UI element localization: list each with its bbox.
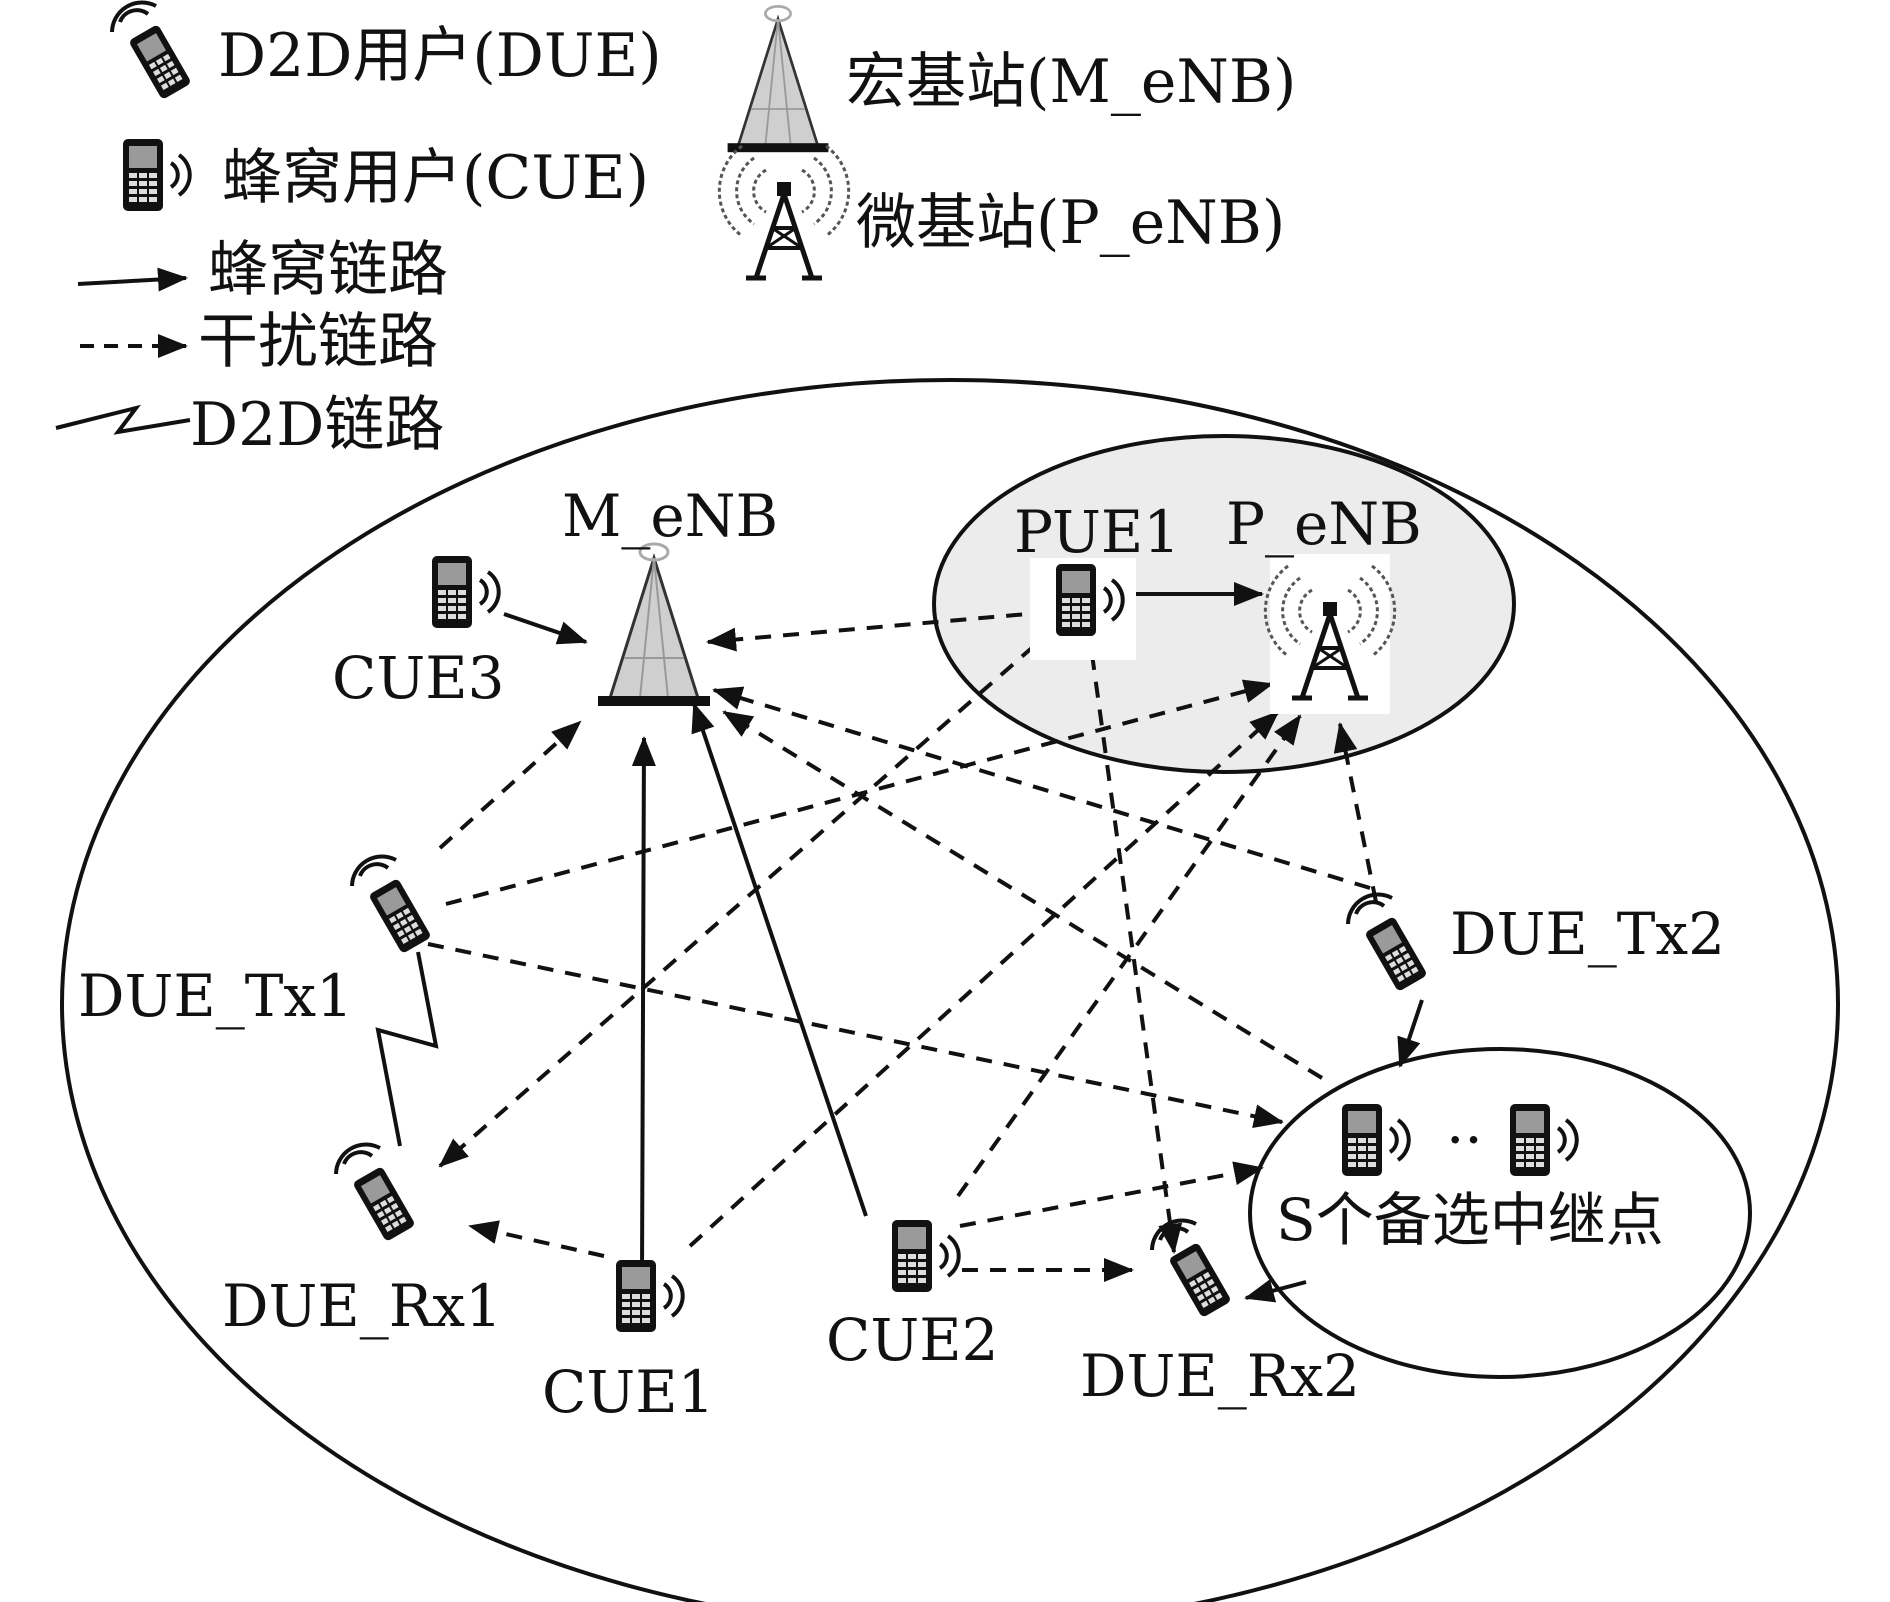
- cue2-phone-icon: [890, 1218, 961, 1294]
- legend-due-label: D2D用户(DUE): [218, 21, 662, 91]
- due-rx1-label: DUE_Rx1: [222, 1272, 502, 1340]
- interference-link-duetx1-relays: [427, 942, 1284, 1129]
- m-enb-label: M_eNB: [562, 482, 778, 550]
- interference-link-cue1-penb: [688, 710, 1280, 1248]
- cue3-phone-icon: [430, 554, 501, 630]
- due-tx1-phone-icon: [350, 854, 434, 956]
- interference-link-duetx1-menb: [438, 720, 582, 850]
- d2d-phone-icon: [110, 0, 194, 102]
- legend: D2D用户(DUE) 蜂窝用户(CUE) 蜂窝链路 干扰链路 D2D链路 宏基站…: [55, 0, 1296, 460]
- pico-cell-area: [932, 434, 1516, 774]
- interference-link-relays-menb: [722, 710, 1324, 1080]
- cellular-links: [503, 582, 1424, 1303]
- interference-link-pue1-duerx1: [438, 644, 1036, 1168]
- macro-bs-icon: [596, 542, 712, 708]
- legend-cellular-link-label: 蜂窝链路: [208, 235, 448, 305]
- cue3-label: CUE3: [332, 644, 505, 712]
- interference-links: [427, 610, 1378, 1282]
- d2d-link-tx1-rx1: [375, 951, 439, 1147]
- cellular-link-cue1-menb: [631, 736, 656, 1277]
- due-tx2-label: DUE_Tx2: [1450, 900, 1725, 968]
- legend-d2d-link-sample: [55, 404, 191, 435]
- nodes: M_eNB P_eNB PUE1 CUE3 DUE_Tx1 DUE_Rx1 CU…: [78, 482, 1725, 1426]
- pico-tower-icon: [719, 146, 848, 278]
- cellular-link-duetx2-relays: [1397, 999, 1424, 1068]
- cue1-phone-icon: [614, 1258, 685, 1334]
- legend-macro-bs-label: 宏基站(M_eNB): [846, 47, 1296, 117]
- p-enb-label: P_eNB: [1226, 490, 1422, 558]
- pico-bs-backdrop: [1270, 554, 1390, 714]
- cellular-phone-icon: [121, 137, 192, 213]
- cellular-link-relays-duerx2: [1244, 1279, 1307, 1303]
- cellular-link-cue3-menb: [503, 612, 588, 645]
- interference-link-pue1-menb: [706, 610, 1051, 652]
- due-rx2-label: DUE_Rx2: [1080, 1342, 1360, 1410]
- legend-d2d-link-label: D2D链路: [190, 390, 444, 460]
- interference-link-duetx2-menb: [712, 686, 1371, 890]
- cue2-label: CUE2: [826, 1306, 999, 1374]
- interference-link-duetx1-penb: [445, 679, 1274, 906]
- legend-interference-link-label: 干扰链路: [198, 307, 438, 377]
- macro-tower-icon: [726, 5, 830, 154]
- cue1-label: CUE1: [542, 1358, 715, 1426]
- interference-link-cue1-duerx1: [468, 1220, 605, 1258]
- pue1-label: PUE1: [1014, 498, 1180, 566]
- legend-pico-bs-label: 微基站(P_eNB): [856, 188, 1285, 258]
- cellular-link-cue2-menb: [691, 702, 868, 1217]
- due-tx2-phone-icon: [1346, 892, 1430, 994]
- relay-ellipsis: ··: [1446, 1106, 1483, 1174]
- legend-cellular-link-sample: [77, 267, 188, 292]
- macro-cell-boundary: [60, 378, 1840, 1602]
- interference-link-cue2-penb: [956, 714, 1302, 1198]
- interference-link-duetx2-penb: [1333, 722, 1378, 903]
- interference-link-cue2-relays: [959, 1161, 1264, 1228]
- due-rx1-phone-icon: [334, 1142, 418, 1244]
- due-tx1-label: DUE_Tx1: [78, 962, 353, 1030]
- relays-label: S个备选中继点: [1276, 1186, 1664, 1254]
- legend-cue-label: 蜂窝用户(CUE): [222, 143, 649, 213]
- due-rx2-phone-icon: [1150, 1218, 1234, 1320]
